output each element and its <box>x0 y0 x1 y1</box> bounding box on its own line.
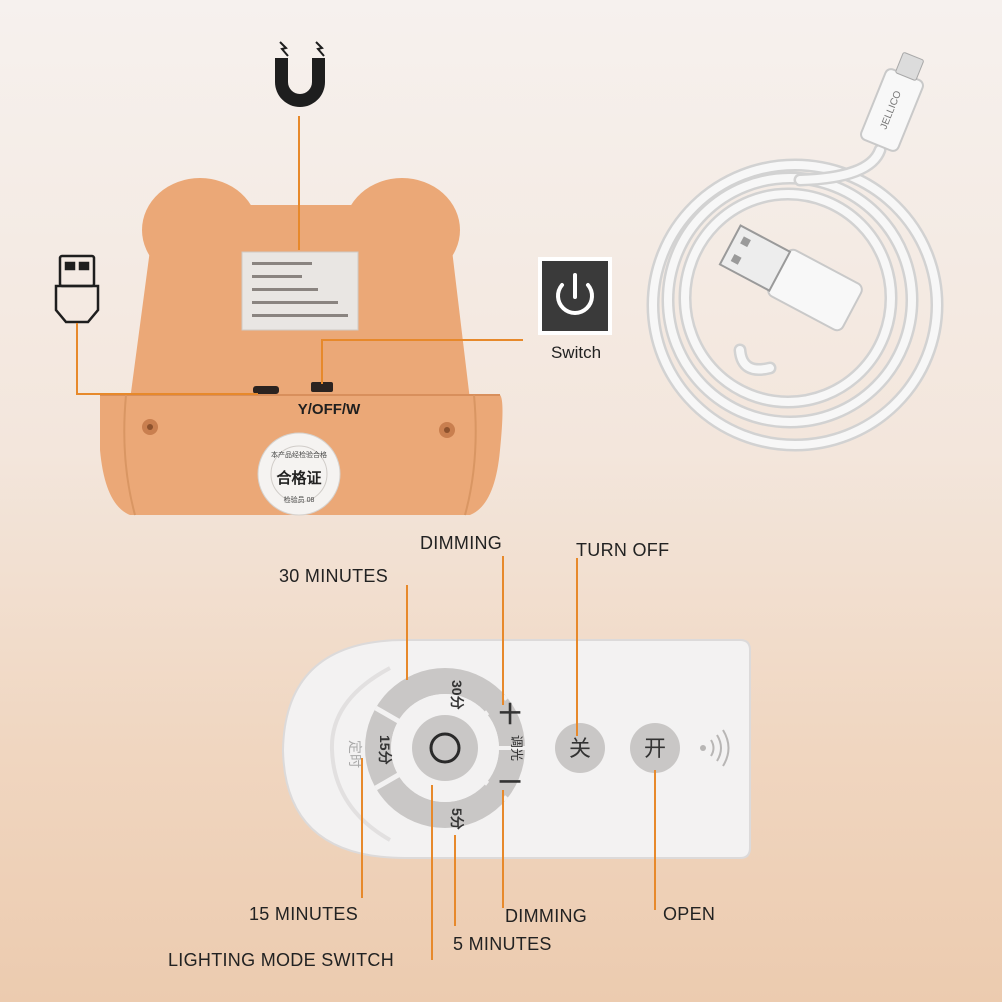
label-15-minutes: 15 MINUTES <box>249 904 359 924</box>
label-lighting-mode-switch: LIGHTING MODE SWITCH <box>168 950 394 970</box>
usb-plug-icon <box>54 254 100 324</box>
switch-position-mark: Y/OFF/W <box>298 401 361 418</box>
usb-cable-illustration <box>646 143 944 452</box>
bear-lamp-back <box>100 178 503 516</box>
btn-30-label: 30分 <box>449 680 465 710</box>
qc-sticker-subtext: 检验员 08 <box>284 495 315 504</box>
off-button-label: 关 <box>569 736 591 761</box>
label-open: OPEN <box>663 904 716 924</box>
dimming-dial <box>482 690 532 806</box>
mode-button[interactable] <box>412 715 478 781</box>
remote-leader-lines <box>361 556 656 960</box>
qc-sticker-text: 合格证 <box>275 469 321 487</box>
btn-15-label: 15分 <box>377 735 393 765</box>
magnet-icon <box>275 41 325 107</box>
timer-side-label: 定时 <box>347 740 363 768</box>
btn-plus-label: 十 <box>499 702 521 727</box>
off-button[interactable] <box>555 723 605 773</box>
micro-usb-connector <box>860 52 924 152</box>
label-30-minutes: 30 MINUTES <box>279 566 389 586</box>
label-5-minutes: 5 MINUTES <box>453 934 552 954</box>
on-button-label: 开 <box>644 736 666 761</box>
label-dimming-top: DIMMING <box>420 533 503 553</box>
qc-sticker-ring-text: 本产品经检验合格 <box>271 450 327 459</box>
switch-leader-line <box>321 339 523 384</box>
switch-label: Switch <box>551 343 601 362</box>
ir-signal-icon <box>700 729 730 767</box>
label-turn-off: TURN OFF <box>576 540 670 560</box>
power-icon <box>538 257 612 335</box>
on-button[interactable] <box>630 723 680 773</box>
usb-a-connector <box>718 224 863 332</box>
btn-5-label: 5分 <box>449 808 465 830</box>
usb-leader-line <box>76 323 258 395</box>
dimming-side-label: 调光 <box>509 735 524 761</box>
btn-minus-label: 一 <box>499 770 521 795</box>
label-dimming-bottom: DIMMING <box>505 906 588 926</box>
